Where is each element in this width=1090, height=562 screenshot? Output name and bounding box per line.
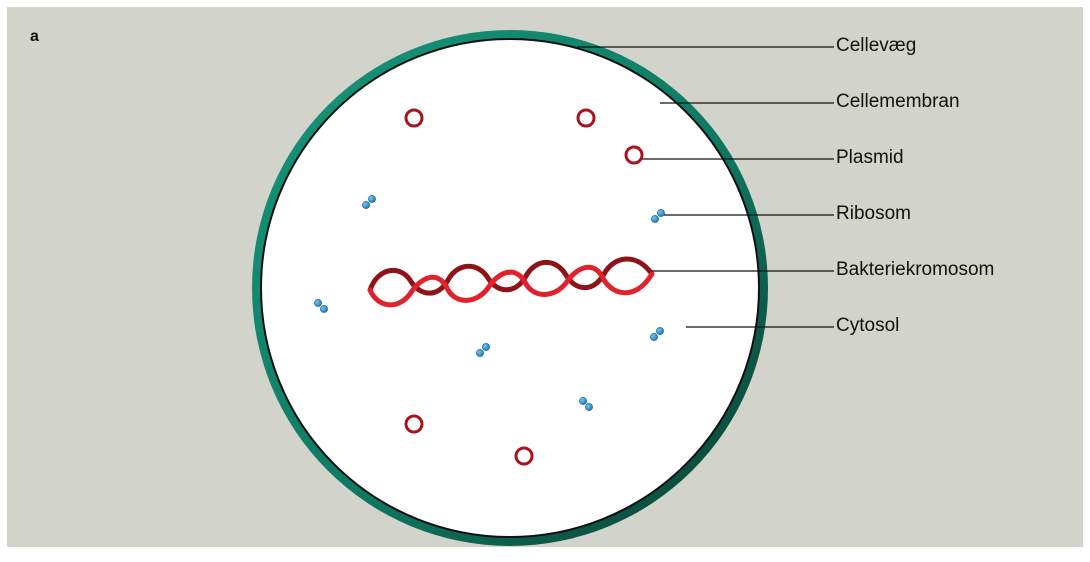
ribosome — [650, 327, 664, 341]
panel-letter: a — [30, 28, 39, 45]
plasmid — [404, 108, 424, 128]
ribosome — [476, 343, 490, 357]
label-bakteriekromosom: Bakteriekromosom — [836, 259, 995, 280]
plasmid — [624, 145, 644, 165]
label-cellemembran: Cellemembran — [836, 91, 960, 112]
ribosomes — [314, 195, 665, 411]
ribosome — [579, 397, 593, 411]
label-plasmid: Plasmid — [836, 147, 904, 168]
ribosome — [362, 195, 376, 209]
plasmid — [514, 446, 534, 466]
ribosome — [651, 209, 665, 223]
label-cellevaeg: Cellevæg — [836, 35, 917, 56]
ribosome — [314, 299, 328, 313]
plasmid — [576, 108, 596, 128]
bacterial-chromosome — [367, 256, 655, 308]
plasmid — [404, 414, 424, 434]
label-ribosom: Ribosom — [836, 203, 911, 224]
label-cytosol: Cytosol — [836, 315, 900, 336]
leader-lines — [577, 46, 834, 328]
plasmids — [404, 108, 644, 466]
